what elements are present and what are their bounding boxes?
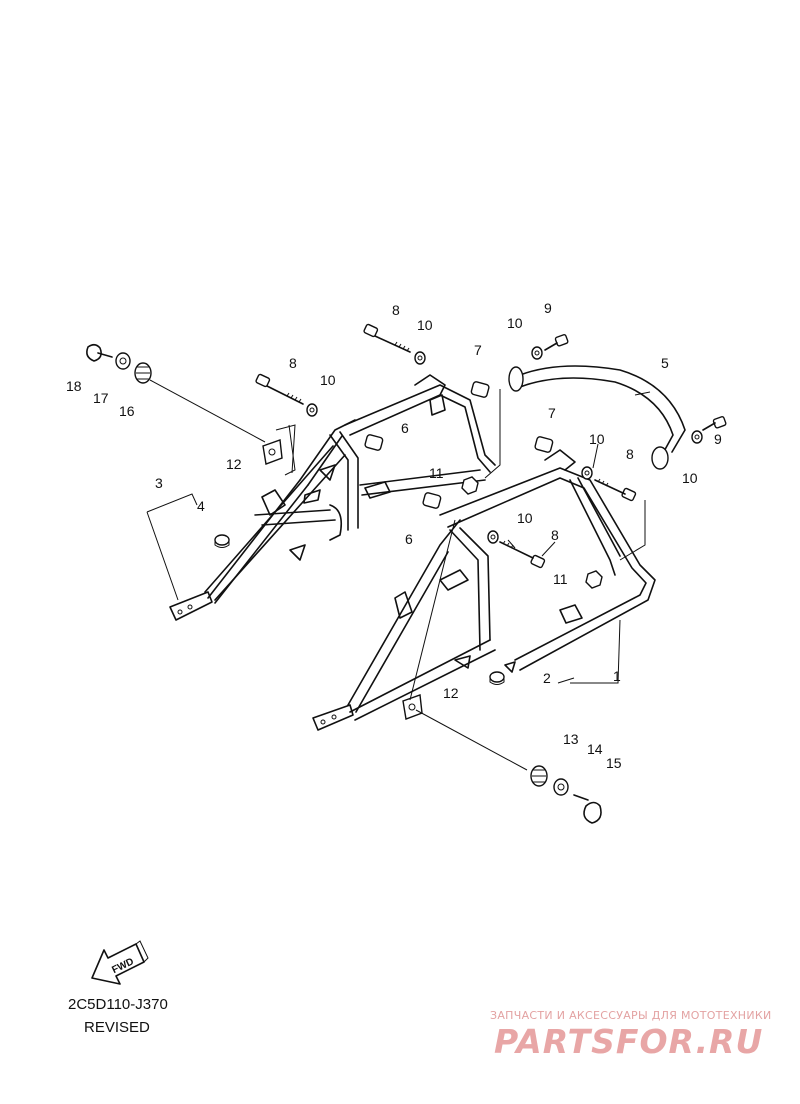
callout-labels: 1 2 3 4 5 6 6 7 7 8 8 8 8 9 9 10 10 10 1… (66, 300, 722, 771)
callout-1: 1 (613, 668, 621, 684)
fastener-set-right (530, 765, 602, 824)
leader-lines (146, 379, 651, 771)
callout-6b: 6 (405, 531, 413, 547)
callout-14: 14 (587, 741, 603, 757)
diagram-code: 2C5D110-J370 (68, 996, 168, 1013)
watermark-logo: PARTSFOR.RU (494, 1022, 764, 1061)
callout-11a: 11 (429, 465, 444, 481)
callout-8c: 8 (626, 446, 634, 462)
callout-15: 15 (606, 755, 622, 771)
callout-10b: 10 (320, 372, 336, 388)
callout-17: 17 (93, 390, 109, 406)
callout-10f: 10 (682, 470, 698, 486)
clamp-brackets (262, 424, 423, 720)
callout-9a: 9 (544, 300, 552, 316)
callout-6a: 6 (401, 420, 409, 436)
watermark-tagline: ЗАПЧАСТИ И АКСЕССУАРЫ ДЛЯ МОТОТЕХНИКИ (490, 1009, 772, 1022)
revision-note: REVISED (84, 1019, 150, 1036)
callout-11b: 11 (553, 571, 568, 587)
callout-10e: 10 (517, 510, 533, 526)
bolts (255, 323, 727, 569)
fwd-arrow-icon: FWD (91, 940, 149, 985)
callout-10c: 10 (507, 315, 523, 331)
callout-10d: 10 (589, 431, 605, 447)
callout-8b: 8 (289, 355, 297, 371)
right-frame-assembly (312, 449, 656, 731)
bushings (364, 381, 554, 509)
washers (306, 346, 703, 544)
callout-7a: 7 (474, 342, 482, 358)
callout-7b: 7 (548, 405, 556, 421)
callout-8d: 8 (551, 527, 559, 543)
fastener-set-left (86, 343, 152, 384)
callout-12b: 12 (443, 685, 459, 701)
callout-4: 4 (197, 498, 205, 514)
callout-9b: 9 (714, 431, 722, 447)
callout-3: 3 (155, 475, 163, 491)
callout-5: 5 (661, 355, 669, 371)
grab-rail (508, 365, 686, 470)
callout-2: 2 (543, 670, 551, 686)
callout-13: 13 (563, 731, 579, 747)
callout-18: 18 (66, 378, 82, 394)
callout-8a: 8 (392, 302, 400, 318)
callout-12a: 12 (226, 456, 242, 472)
callout-10a: 10 (417, 317, 433, 333)
callout-16: 16 (119, 403, 135, 419)
left-frame-assembly (169, 374, 496, 621)
nuts (461, 476, 603, 589)
